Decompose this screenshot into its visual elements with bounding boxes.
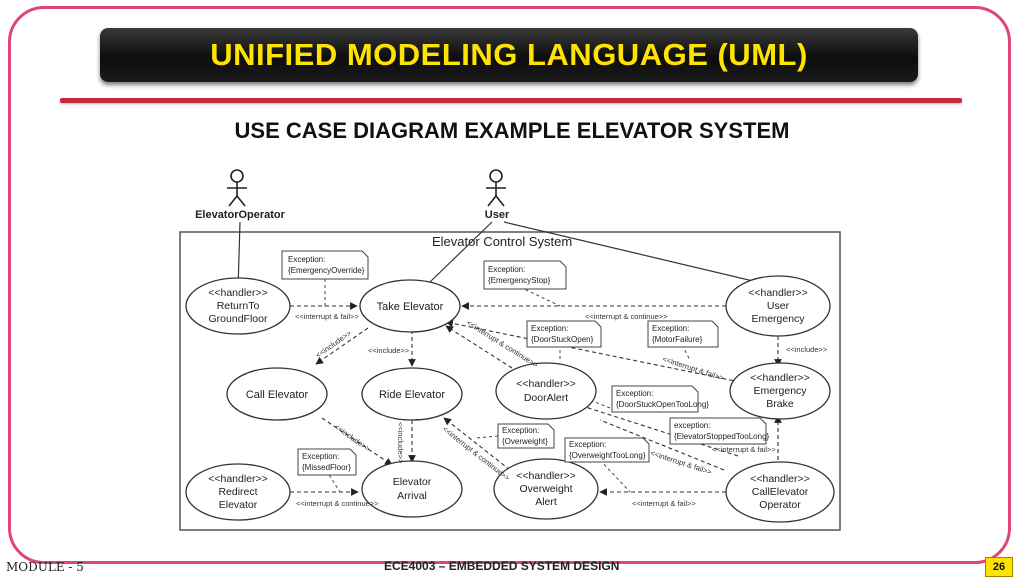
use-case-redirect-elevator-stereotype: <<handler>> <box>208 473 268 485</box>
svg-text:{EmergencyOverride}: {EmergencyOverride} <box>288 266 365 275</box>
use-case-ride-elevator <box>361 367 463 421</box>
use-case-redirect-elevator <box>185 463 291 521</box>
use-case-door-alert-stereotype: <<handler>> <box>516 378 576 390</box>
note-motor-failure <box>647 320 719 348</box>
page-number: 26 <box>985 557 1013 577</box>
svg-text:Exception:: Exception: <box>288 255 325 264</box>
footer-course: ECE4003 – EMBEDDED SYSTEM DESIGN <box>384 559 620 573</box>
actor-elevator-operator-label: ElevatorOperator <box>195 209 286 221</box>
note-door-stuck-open-too-long <box>611 385 699 413</box>
use-case-emergency-brake-line-2: Emergency <box>753 385 807 397</box>
use-case-return-to-ground-line-3: GroundFloor <box>209 313 268 325</box>
svg-text:Exception:: Exception: <box>531 324 568 333</box>
use-case-call-elevator-operator <box>725 461 835 523</box>
slide-subtitle: USE CASE DIAGRAM EXAMPLE ELEVATOR SYSTEM <box>234 118 790 143</box>
use-case-elevator-arrival-line-1: Elevator <box>393 476 432 488</box>
svg-text:Exception:: Exception: <box>616 389 653 398</box>
use-case-emergency-brake-stereotype: <<handler>> <box>750 372 810 384</box>
use-case-return-to-ground-stereotype: <<handler>> <box>208 287 268 299</box>
footer-module: MODULE - 5 <box>6 560 84 574</box>
relationship-lines <box>290 302 782 496</box>
svg-text:<<interrupt & continue>>: <<interrupt & continue>> <box>585 312 668 321</box>
svg-text:Exception:: Exception: <box>652 324 689 333</box>
use-case-door-alert <box>495 362 597 420</box>
use-case-call-elevator-label: Call Elevator <box>246 389 309 401</box>
use-case-take-elevator-label: Take Elevator <box>377 301 444 313</box>
svg-text:{OverweightTooLong}: {OverweightTooLong} <box>569 451 646 460</box>
exception-notes <box>281 250 767 476</box>
use-case-return-to-ground <box>185 277 291 335</box>
svg-text:exception:: exception: <box>674 421 710 430</box>
svg-text:<<interrupt & continue>>: <<interrupt & continue>> <box>296 499 379 508</box>
note-overweight-too-long <box>564 437 650 463</box>
svg-text:<<interrupt & fail>>: <<interrupt & fail>> <box>632 499 696 508</box>
use-case-emergency-brake-line-3: Brake <box>766 398 794 410</box>
use-case-user-emergency <box>725 275 831 337</box>
use-case-overweight-alert-line-3: Alert <box>535 496 557 508</box>
use-case-overweight-alert-line-2: Overweight <box>519 483 572 495</box>
use-case-overweight-alert <box>493 458 599 520</box>
note-elevator-stopped-too-long <box>669 417 767 445</box>
use-case-redirect-elevator-line-3: Elevator <box>219 499 258 511</box>
actor-user <box>486 169 506 207</box>
note-door-stuck-open <box>526 320 602 348</box>
use-case-call-elevator-operator-line-2: CallElevator <box>752 486 809 498</box>
svg-text:Exception:: Exception: <box>502 426 539 435</box>
use-case-call-elevator <box>226 367 328 421</box>
system-name: Elevator Control System <box>432 234 572 249</box>
svg-text:{DoorStuckOpenTooLong}: {DoorStuckOpenTooLong} <box>616 400 709 409</box>
svg-text:Exception:: Exception: <box>302 452 339 461</box>
slide-title: UNIFIED MODELING LANGUAGE (UML) <box>210 37 808 72</box>
actor-user-label: User <box>485 209 510 221</box>
use-case-call-elevator-operator-stereotype: <<handler>> <box>750 473 810 485</box>
use-case-return-to-ground-line-2: ReturnTo <box>217 300 260 312</box>
use-case-elevator-arrival-line-2: Arrival <box>397 490 427 502</box>
use-case-user-emergency-stereotype: <<handler>> <box>748 287 808 299</box>
use-case-emergency-brake <box>729 362 831 420</box>
title-bar: UNIFIED MODELING LANGUAGE (UML) <box>100 28 918 82</box>
svg-text:{MissedFloor}: {MissedFloor} <box>302 463 351 472</box>
use-case-elevator-arrival <box>361 460 463 518</box>
note-texts: Exception: {EmergencyOverride} Exception… <box>288 255 770 472</box>
use-case-user-emergency-line-2: User <box>767 300 790 312</box>
svg-text:{ElevatorStoppedTooLong}: {ElevatorStoppedTooLong} <box>674 432 770 441</box>
svg-text:<<include>>: <<include>> <box>368 346 410 355</box>
svg-text:{DoorStuckOpen}: {DoorStuckOpen} <box>531 335 594 344</box>
actor-elevator-operator <box>227 169 247 207</box>
use-case-overweight-alert-stereotype: <<handler>> <box>516 470 576 482</box>
note-missed-floor <box>297 448 357 476</box>
svg-text:Exception:: Exception: <box>488 265 525 274</box>
use-case-redirect-elevator-line-2: Redirect <box>218 486 257 498</box>
note-emergency-stop <box>483 260 567 290</box>
note-overweight <box>497 423 555 449</box>
svg-text:<<interrupt & fail>>: <<interrupt & fail>> <box>712 445 776 454</box>
svg-text:<<include>>: <<include>> <box>786 345 828 354</box>
use-case-take-elevator <box>359 279 461 333</box>
note-emergency-override <box>281 250 369 280</box>
svg-text:{EmergencyStop}: {EmergencyStop} <box>488 276 551 285</box>
svg-text:{Overweight}: {Overweight} <box>502 437 548 446</box>
svg-text:Exception:: Exception: <box>569 440 606 449</box>
use-case-call-elevator-operator-line-3: Operator <box>759 499 801 511</box>
svg-text:<<interrupt & fail>>: <<interrupt & fail>> <box>295 312 359 321</box>
svg-text:<<include>>: <<include>> <box>396 422 405 464</box>
svg-text:{MotorFailure}: {MotorFailure} <box>652 335 703 344</box>
use-case-ride-elevator-label: Ride Elevator <box>379 389 445 401</box>
use-case-door-alert-line-2: DoorAlert <box>524 392 568 404</box>
use-case-user-emergency-line-3: Emergency <box>751 313 805 325</box>
title-divider <box>60 98 962 103</box>
